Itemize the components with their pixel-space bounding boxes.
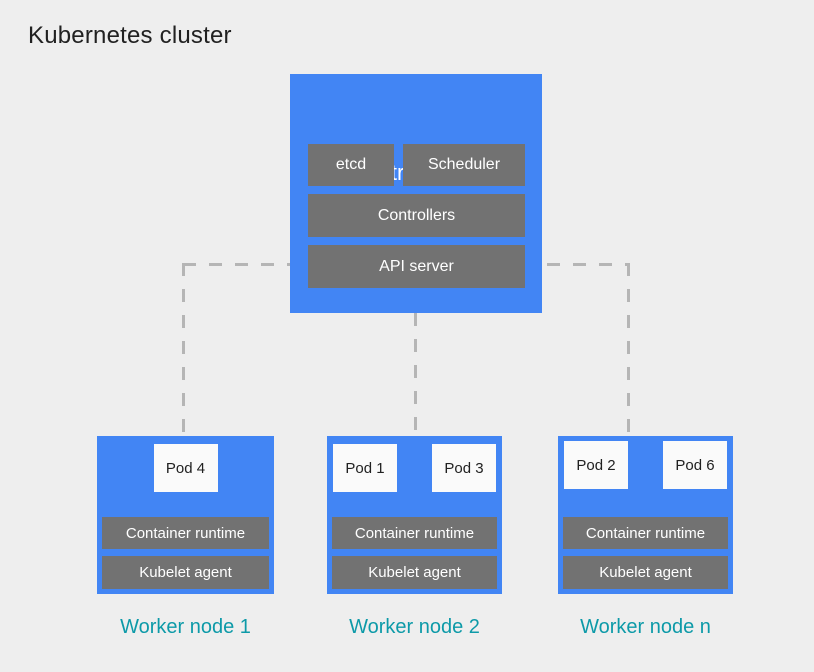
worker-node-n-box: Pod 2 Pod 6 Container runtime Kubelet ag… [558,436,733,594]
connector-vertical-middle [414,313,417,437]
pod-box: Pod 3 [432,444,496,492]
worker-node-n-label: Worker node n [580,616,711,638]
pod-box: Pod 2 [564,441,628,489]
worker-node-2-box: Pod 1 Pod 3 Container runtime Kubelet ag… [327,436,502,594]
worker-node-1-label: Worker node 1 [120,616,251,638]
container-runtime-box: Container runtime [332,517,497,549]
kubelet-agent-box: Kubelet agent [332,556,497,589]
pod-box: Pod 1 [333,444,397,492]
worker-node-n-pods: Pod 2 Pod 6 [564,441,727,489]
worker-node-1-box: Pod 4 Container runtime Kubelet agent [97,436,274,594]
api-server-box: API server [308,245,525,288]
pod-box: Pod 4 [153,444,218,492]
controllers-box: Controllers [308,194,525,237]
page-title: Kubernetes cluster [28,22,232,49]
worker-node-1-pods: Pod 4 [103,444,268,492]
etcd-box: etcd [308,144,394,186]
worker-node-2-label: Worker node 2 [349,616,480,638]
scheduler-box: Scheduler [403,144,525,186]
worker-node-2-pods: Pod 1 Pod 3 [333,444,496,492]
connector-vertical-left [182,263,185,437]
container-runtime-box: Container runtime [563,517,728,549]
connector-vertical-right [627,263,630,437]
control-plane-box: Control plane etcd Scheduler Controllers… [290,74,542,313]
kubelet-agent-box: Kubelet agent [563,556,728,589]
pod-box: Pod 6 [663,441,727,489]
container-runtime-box: Container runtime [102,517,269,549]
kubelet-agent-box: Kubelet agent [102,556,269,589]
